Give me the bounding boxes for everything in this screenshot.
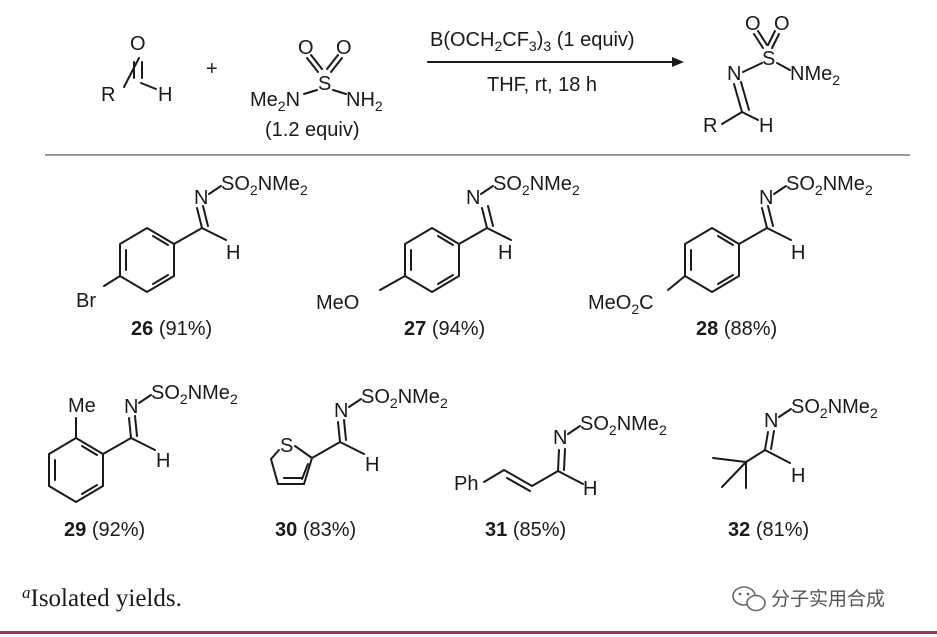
sulfamide-equiv: (1.2 equiv) [265, 119, 360, 141]
imine-h: H [583, 478, 597, 500]
imine-h: H [156, 450, 170, 472]
compound-27: N SO2NMe2 H MeO 27 (94%) [316, 173, 580, 340]
imine-nitrogen: N [764, 410, 778, 432]
conditions-label: THF, rt, 18 h [487, 74, 597, 96]
sulfonyl-group: SO2NMe2 [361, 386, 448, 411]
imine-nitrogen: N [466, 187, 480, 209]
thiophene-sulfur: S [280, 435, 293, 457]
reactant-aldehyde: O R H [101, 33, 172, 106]
substituent-label: Ph [454, 473, 478, 495]
watermark: 分子实用合成 [732, 586, 885, 612]
substituent-label: Br [76, 290, 96, 312]
product-oxygen-left: O [745, 13, 761, 35]
sulfamide-sulfur: S [318, 73, 331, 95]
sulfonyl-group: SO2NMe2 [493, 173, 580, 198]
imine-h: H [498, 242, 512, 264]
sulfonyl-group: SO2NMe2 [791, 396, 878, 421]
aldehyde-r-label: R [101, 84, 115, 106]
imine-h: H [791, 465, 805, 487]
imine-nitrogen: N [194, 187, 208, 209]
product-sulfonylimine: O O S NMe2 N R H [703, 13, 840, 137]
sulfamide-oxygen-right: O [336, 37, 352, 59]
aldehyde-oxygen-label: O [130, 33, 146, 55]
reactant-sulfamide: O O S Me2N NH2 (1.2 equiv) [250, 37, 383, 141]
compound-label-29: 29 (92%) [64, 519, 145, 541]
compound-26: N SO2NMe2 H Br 26 (91%) [76, 173, 308, 340]
compound-32: N SO2NMe2 H 32 (81%) [712, 396, 878, 541]
watermark-text: 分子实用合成 [771, 588, 885, 610]
sulfamide-oxygen-left: O [298, 37, 314, 59]
compound-label-30: 30 (83%) [275, 519, 356, 541]
imine-nitrogen: N [334, 400, 348, 422]
product-nitrogen: N [727, 63, 741, 85]
imine-nitrogen: N [124, 396, 138, 418]
compound-28: N SO2NMe2 H MeO2C 28 (88%) [588, 173, 873, 340]
sulfonyl-group: SO2NMe2 [580, 413, 667, 438]
reaction-arrow-group: B(OCH2CF3)3 (1 equiv) THF, rt, 18 h [427, 29, 684, 96]
sulfonyl-group: SO2NMe2 [786, 173, 873, 198]
compound-30: S N SO2NMe2 H 30 (83%) [270, 386, 448, 541]
sulfonyl-group: SO2NMe2 [151, 382, 238, 407]
imine-h: H [791, 242, 805, 264]
sulfonyl-group: SO2NMe2 [221, 173, 308, 198]
product-nme2: NMe2 [790, 63, 840, 88]
compound-label-32: 32 (81%) [728, 519, 809, 541]
sulfamide-nme2: Me2N [250, 89, 300, 114]
compound-label-26: 26 (91%) [131, 318, 212, 340]
product-sulfur: S [762, 48, 775, 70]
product-r: R [703, 115, 717, 137]
aldehyde-h-label: H [158, 84, 172, 106]
product-oxygen-right: O [774, 13, 790, 35]
imine-h: H [365, 454, 379, 476]
bottom-rule [0, 631, 937, 634]
compound-label-28: 28 (88%) [696, 318, 777, 340]
compound-label-27: 27 (94%) [404, 318, 485, 340]
imine-h: H [226, 242, 240, 264]
compound-label-31: 31 (85%) [485, 519, 566, 541]
imine-nitrogen: N [759, 187, 773, 209]
compound-29: Me N SO2NMe2 H 29 (92%) [48, 382, 238, 541]
wechat-icon [732, 586, 766, 612]
footnote: aIsolated yields. [22, 583, 182, 612]
reagent-label: B(OCH2CF3)3 (1 equiv) [430, 29, 635, 54]
substituent-label: MeO2C [588, 292, 654, 317]
product-h: H [759, 115, 773, 137]
plus-sign: + [206, 58, 218, 80]
substituent-label: Me [68, 395, 96, 417]
compound-31: Ph N SO2NMe2 H 31 (85%) [454, 413, 667, 541]
imine-nitrogen: N [553, 427, 567, 449]
substituent-label: MeO [316, 292, 359, 314]
sulfamide-nh2: NH2 [346, 89, 383, 114]
